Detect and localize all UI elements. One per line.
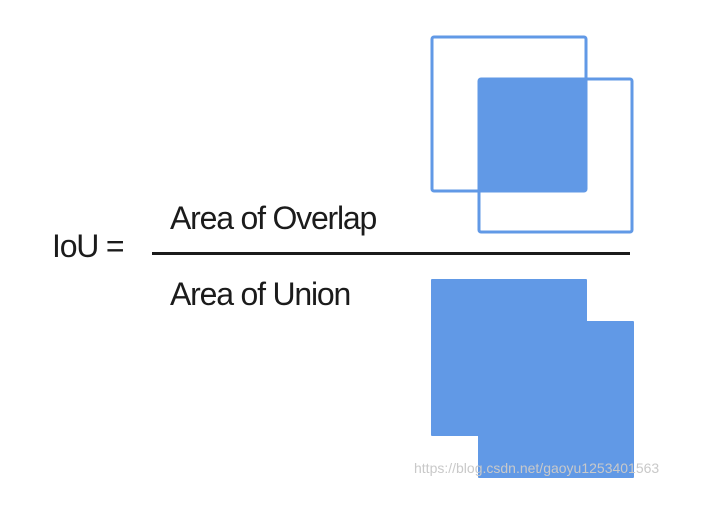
formula-numerator: Area of Overlap (170, 200, 377, 236)
union-region (431, 279, 634, 478)
watermark-text: https://blog.csdn.net/gaoyu1253401563 (414, 460, 660, 476)
formula-denominator: Area of Union (170, 276, 351, 312)
formula-lhs: IoU = (52, 228, 125, 264)
overlap-region (479, 79, 586, 191)
union-shape-icon (431, 279, 634, 478)
fraction-bar (152, 252, 630, 255)
